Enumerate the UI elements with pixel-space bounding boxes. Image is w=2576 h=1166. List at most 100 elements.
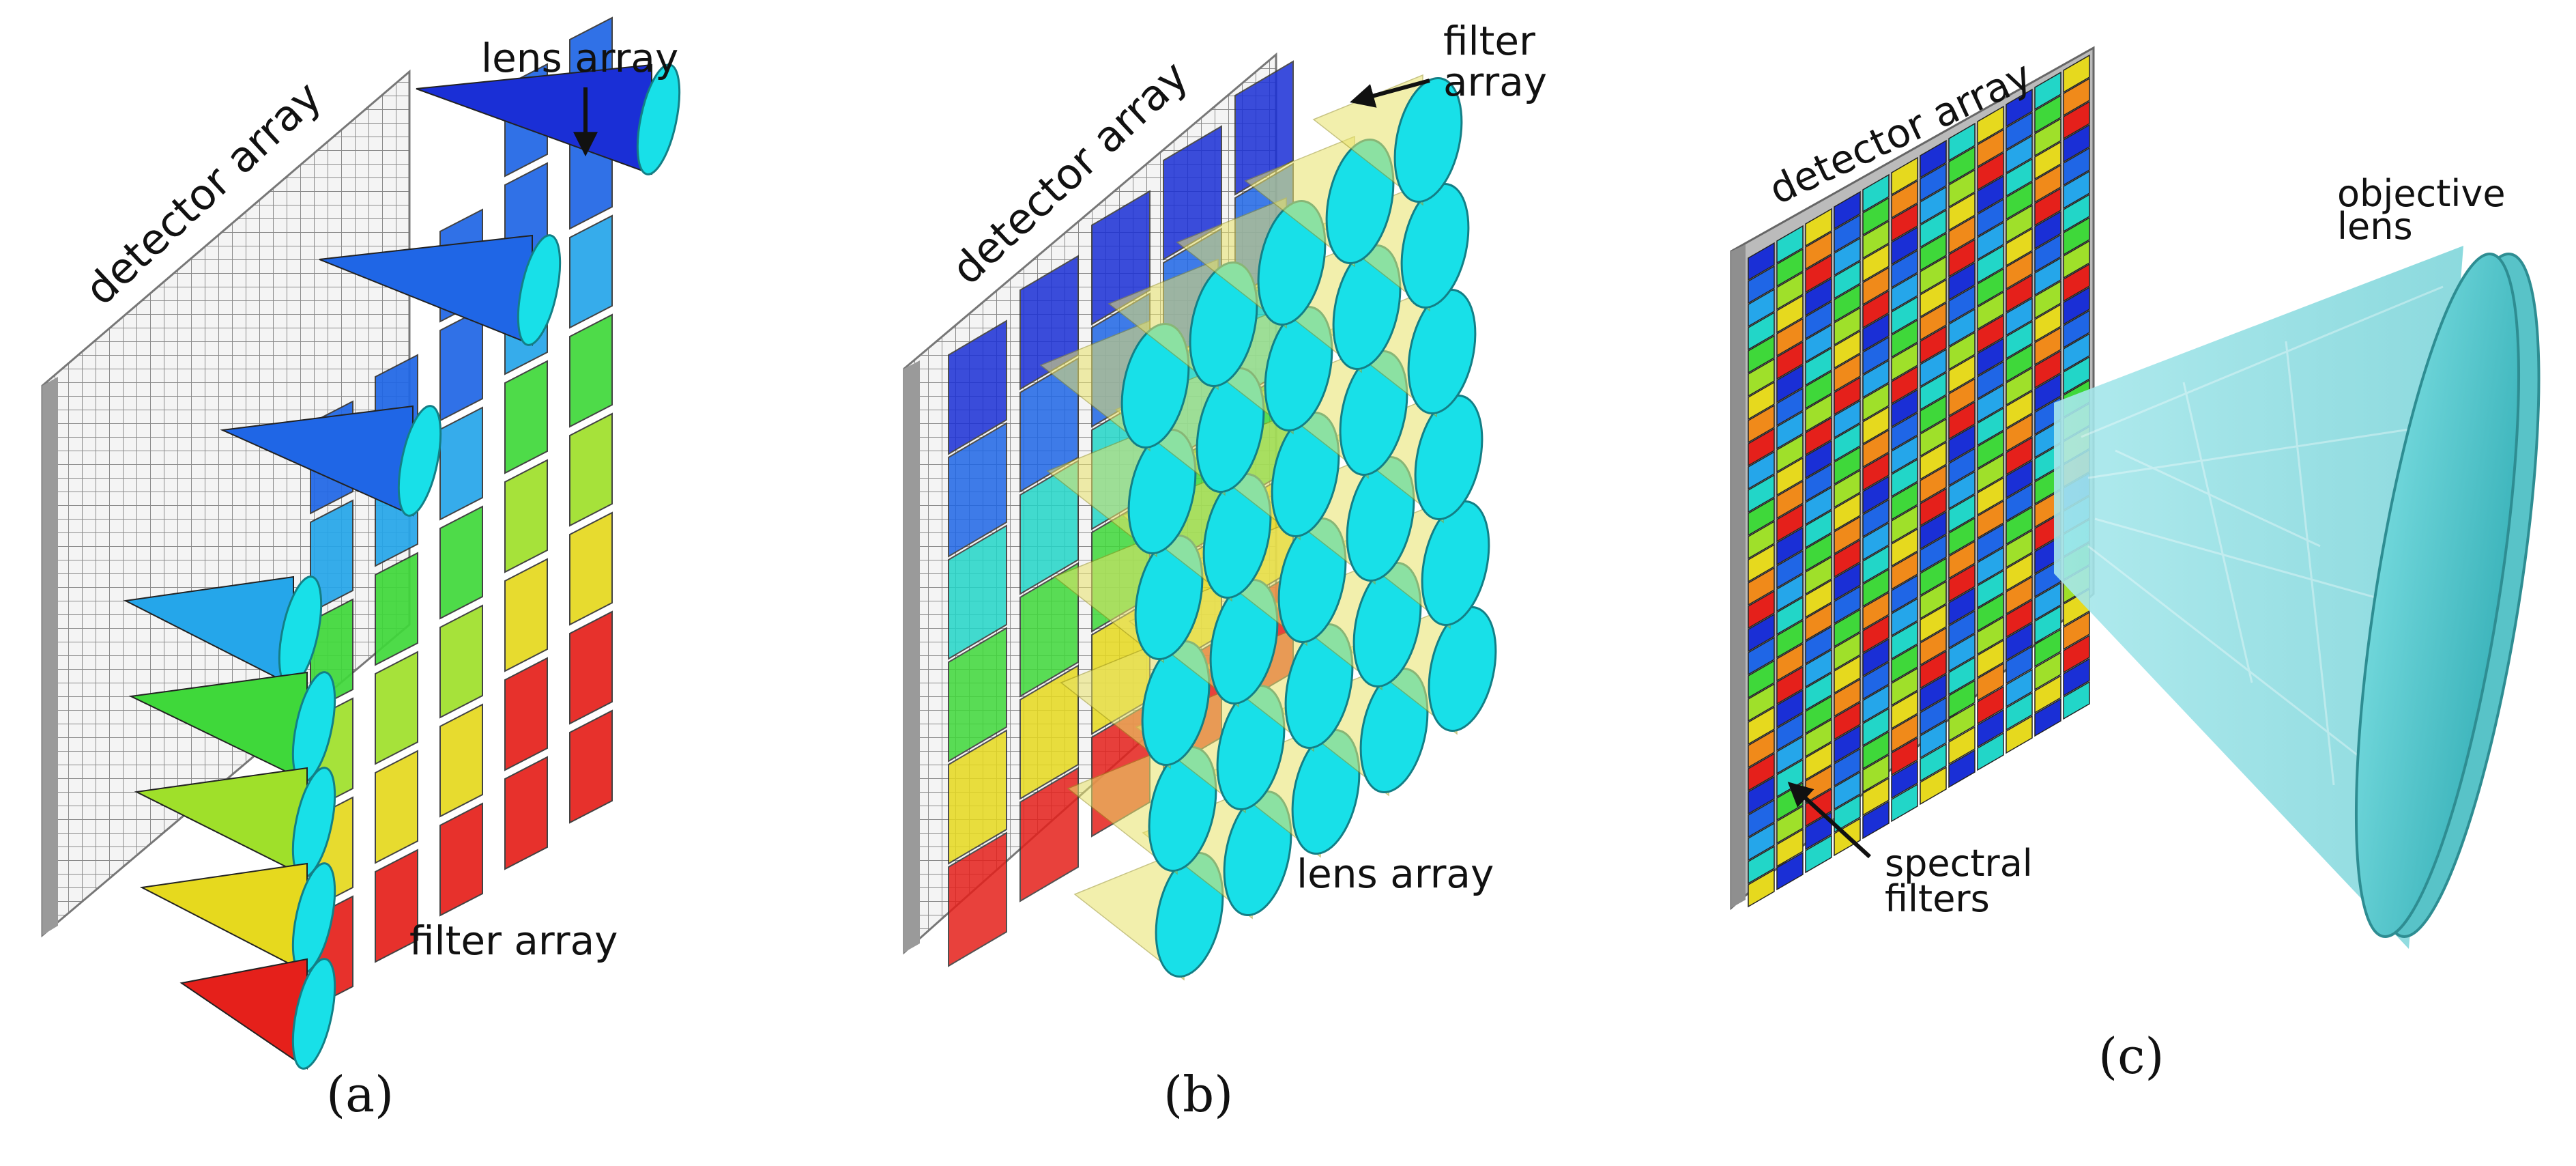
- panel-c-spectral-filter: [2006, 343, 2033, 383]
- panel-c-spectral-filter: [1776, 851, 1804, 891]
- panel-c-spectral-filter: [1862, 220, 1890, 259]
- panel-c-spectral-arrow: [1787, 782, 1872, 859]
- panel-c-spectral-filter: [1748, 613, 1775, 653]
- panel-c-spectral-filter: [1776, 480, 1804, 520]
- panel-c-spectral-filter: [1891, 574, 1918, 614]
- panel-c-spectral-filter: [2034, 280, 2061, 319]
- panel-c-spectral-filter: [1920, 255, 1947, 295]
- panel-c-spectral-filter: [1834, 585, 1861, 625]
- panel-c-spectral-filter: [2034, 187, 2061, 227]
- panel-c-spectral-filter: [1805, 625, 1832, 665]
- panel-c-spectral-filter: [1920, 464, 1947, 504]
- panel-b-lens: [1428, 606, 1497, 732]
- panel-c-spectral-filter: [1977, 616, 2004, 655]
- panel-c-spectral-filter: [1920, 162, 1947, 202]
- panel-c-spectral-filter: [1834, 539, 1861, 578]
- panel-c-spectral-filter: [1891, 551, 1918, 591]
- panel-c-spectral-filter: [1891, 644, 1918, 683]
- panel-c-spectral-filter: [1748, 729, 1775, 769]
- panel-c-spectral-filter: [1834, 771, 1861, 810]
- panel-c-spectral-filter: [2063, 681, 2090, 720]
- panel-c-spectral-filter: [1862, 638, 1890, 677]
- panel-c-spectral-filter: [1805, 440, 1832, 479]
- panel-c-spectral-filter: [1805, 347, 1832, 386]
- panel-c-spectral-filter: [1834, 330, 1861, 369]
- panel-c-spectral-filter: [1805, 579, 1832, 618]
- panel-c-spectral-filter: [1776, 503, 1804, 543]
- panel-a-filter-tile: [569, 412, 613, 527]
- panel-c-spectral-filter: [1920, 650, 1947, 689]
- panel-c-spectral-filter: [1977, 384, 2004, 423]
- panel-c-spectral-filter: [1776, 596, 1804, 636]
- panel-a: detector array lens array filter array (…: [41, 16, 681, 1123]
- panel-c-spectral-filter: [1776, 828, 1804, 868]
- panel-c-spectral-label-line1: spectral: [1885, 842, 2033, 885]
- panel-c-spectral-filter: [1805, 393, 1832, 433]
- panel-c-spectral-filter: [1862, 382, 1890, 422]
- panel-c-spectral-filter: [1977, 523, 2004, 563]
- panel-a-cone: [139, 862, 308, 974]
- panel-c-spectral-filter: [1862, 684, 1890, 724]
- panel-b: detector array filter array lens array (…: [903, 18, 1547, 1123]
- panel-c-spectral-filter: [2063, 332, 2090, 372]
- panel-c-spectral-filter: [2063, 77, 2090, 117]
- panel-c-spectral-filter: [1891, 597, 1918, 637]
- panel-c-spectral-filter: [1748, 845, 1775, 885]
- panel-c-spectral-filter: [1805, 602, 1832, 642]
- panel-c-spectral-filter: [1776, 689, 1804, 728]
- panel-c-spectral-filter: [1977, 430, 2004, 470]
- panel-c-spectral-filter: [1977, 360, 2004, 400]
- panel-c-spectral-filter: [2006, 251, 2033, 290]
- panel-c-spectral-filter: [1891, 783, 1918, 823]
- panel-c-spectral-filter: [1920, 209, 1947, 248]
- panel-c-spectral-filter: [2006, 390, 2033, 429]
- panel-c-spectral-filter: [1948, 354, 1976, 394]
- panel-c-spectral-filter: [1948, 633, 1976, 672]
- panel-a-filter-tile: [439, 604, 483, 719]
- panel-c-spectral-filter: [1948, 447, 1976, 487]
- panel-c-spectral-filter: [1862, 406, 1890, 445]
- panel-c-spectral-filter: [1748, 404, 1775, 444]
- panel-c-spectral-filter: [1805, 463, 1832, 502]
- panel-c-spectral-filter: [1748, 543, 1775, 583]
- panel-c-spectral-filter: [1776, 271, 1804, 311]
- panel-b-filter-block: [1234, 60, 1294, 196]
- panel-c-spectral-filter: [1948, 122, 1976, 162]
- panel-b-lens-label: lens array: [1297, 851, 1494, 897]
- panel-c-spectral-filter: [1834, 283, 1861, 323]
- panel-c-spectral-filter: [1805, 416, 1832, 456]
- panel-c-spectral-filter: [1891, 713, 1918, 753]
- panel-a-filter-tile: [504, 657, 548, 771]
- panel-c-spectral-filter: [1776, 619, 1804, 659]
- panel-c-spectral-filter: [1834, 608, 1861, 648]
- panel-c-spectral-filter: [1834, 724, 1861, 764]
- panel-c-spectral-filter: [1776, 294, 1804, 334]
- panel-c-spectral-filter: [1977, 732, 2004, 771]
- panel-a-cone: [179, 958, 308, 1070]
- panel-b-filter-block: [948, 831, 1007, 967]
- panel-c-spectral-filter: [1834, 469, 1861, 509]
- panel-c-spectral-filter: [1977, 105, 2004, 145]
- panel-c-spectral-filter: [1748, 683, 1775, 722]
- panel-c-spectral-filter: [1920, 279, 1947, 318]
- panel-c-spectral-filter: [1920, 395, 1947, 434]
- panel-c-spectral-filter: [1891, 272, 1918, 312]
- panel-c-spectral-filter: [1862, 475, 1890, 515]
- panel-c-spectral-filter: [1776, 410, 1804, 450]
- panel-c-spectral-filter: [1920, 441, 1947, 481]
- panel-c-spectral-filter: [1748, 659, 1775, 699]
- panel-c-spectral-filter: [1834, 515, 1861, 555]
- panel-c-spectral-filter: [1891, 504, 1918, 544]
- panel-c-spectral-filter: [1977, 639, 2004, 679]
- panel-c-spectral-filter: [2006, 413, 2033, 453]
- panel-c-spectral-filter: [2006, 692, 2033, 731]
- panel-a-filter-tile: [569, 610, 613, 725]
- panel-c-spectral-filter: [1862, 197, 1890, 236]
- panel-c-spectral-filter: [2034, 233, 2061, 273]
- panel-c-spectral-filter: [1948, 261, 1976, 301]
- panel-c-spectral-filter: [1891, 458, 1918, 498]
- panel-c-spectral-filter: [1776, 387, 1804, 427]
- panel-c-spectral-filter: [1977, 477, 2004, 516]
- panel-c-spectral-filter: [1977, 546, 2004, 586]
- panel-c-spectral-filter: [2006, 668, 2033, 708]
